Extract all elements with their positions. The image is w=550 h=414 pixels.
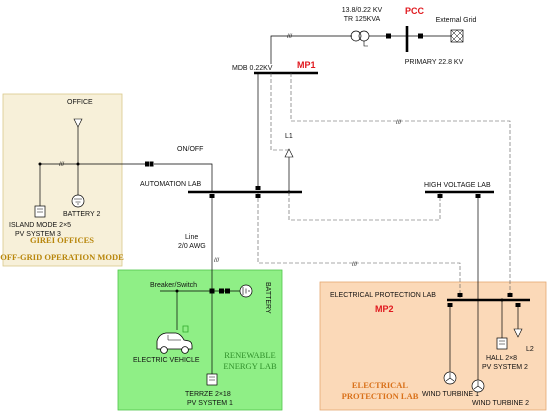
automation-to-highvoltage-dashed [288,192,441,221]
offices-region [2,93,123,267]
office-load-arrow [73,118,83,128]
breaker-icon [507,293,513,297]
pv1-label-1: TERRZE 2×18 [185,391,231,398]
mdb-label: MDB 0.22KV [232,65,273,72]
wind-turbine-icon [471,379,485,393]
external-grid-label: External Grid [436,17,477,24]
external-grid-icon [450,29,464,43]
renewable-lab-region [117,269,283,411]
battery2-label: BATTERY 2 [63,211,100,218]
electrical-protection-lab-label: ELECTRICAL PROTECTION LAB [330,292,436,299]
breaker-icon [386,33,391,39]
transformer-rating-label: 13.8/0.22 KV [342,7,383,14]
transformer-size-label: TR 125KVA [344,16,381,23]
on-off-label: ON/OFF [177,146,203,153]
pv2-label-1: HALL 2×8 [486,355,517,362]
line-marker-mid: /// [396,119,401,126]
primary-voltage-label: PRIMARY 22.8 KV [405,59,464,66]
line-marker-office: /// [59,161,64,168]
l1-label: L1 [285,133,293,140]
pv1-label-2: PV SYSTEM 1 [187,400,233,407]
l2-load-arrow [513,328,523,338]
breaker-icon [225,288,230,294]
battery-icon [71,194,85,208]
offices-region-label-1: GIREI OFFICES [30,235,94,245]
l2-label: L2 [526,346,534,353]
breaker-switch-label: Breaker/Switch [150,282,197,289]
pv3-label-2: PV SYSTEM 3 [15,231,61,238]
line-rating-label-2: 2/0 AWG [178,243,206,250]
line-marker-top: /// [287,33,292,40]
pv-panel-icon [206,373,218,386]
protection-region-label-2: PROTECTION LAB [342,391,419,401]
high-voltage-lab-label: HIGH VOLTAGE LAB [424,182,491,189]
junction-dot [500,298,504,302]
electric-vehicle-label: ELECTRIC VEHICLE [133,357,200,364]
mdb-to-protection-dashed [290,73,511,298]
junction-dot [175,289,179,293]
protection-region-label-1: ELECTRICAL [352,380,409,390]
transformer-icon [350,30,370,47]
wind-turbine-icon [443,371,457,385]
wind2-label: WIND TURBINE 2 [472,400,529,407]
breaker-icon [145,161,149,167]
breaker-icon [457,293,463,297]
breaker-icon [149,161,154,167]
breaker-icon [255,186,261,190]
l1-load-arrow [284,148,294,158]
mp1-label: MP1 [297,60,316,70]
mdb-to-highvoltage-dashed [270,86,289,151]
breaker-icon [437,194,443,198]
mp2-label: MP2 [375,304,394,314]
battery-icon [239,284,253,298]
electric-vehicle-icon [156,325,193,354]
mdb-to-transformer-line [270,35,352,64]
automation-to-protection-dashed [257,192,461,298]
renewable-region-label-2: ENERGY LAB [223,361,277,371]
battery-label: BATTERY [264,282,271,314]
breaker-icon [447,303,453,307]
automation-lab-label: AUTOMATION LAB [140,181,202,188]
pv2-label-2: PV SYSTEM 2 [482,364,528,371]
line-marker-low: /// [352,261,357,268]
pv3-label-1: ISLAND MODE 2×5 [9,222,71,229]
breaker-icon [209,194,215,198]
on-off-feeder [154,163,213,192]
offices-region-label-2: OFF-GRID OPERATION MODE [0,252,124,262]
line-rating-label-1: Line [185,234,198,241]
office-label: OFFICE [67,99,93,106]
breaker-icon [418,33,423,39]
renewable-region-label-1: RENEWABLE [224,350,275,360]
pv-panel-icon [34,205,46,218]
pcc-label: PCC [405,6,425,16]
pv-panel-icon [496,337,508,350]
breaker-icon [475,194,481,198]
breaker-icon [255,194,261,198]
line-marker-lab: /// [214,257,219,264]
breaker-icon [219,288,224,294]
breaker-icon [515,303,521,307]
wind1-label: WIND TURBINE 1 [422,391,479,398]
protection-lab-region [319,281,547,411]
